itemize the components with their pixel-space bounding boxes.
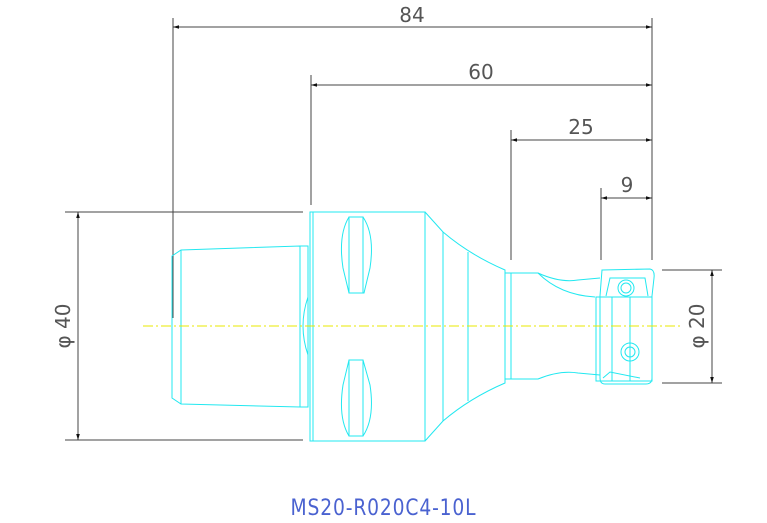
dim-overall-length: 84 (399, 3, 424, 27)
dim-neck-to-tip: 25 (568, 115, 593, 139)
dim-head-length: 9 (621, 173, 634, 197)
dim-body-diameter: φ 40 (51, 304, 75, 349)
dimension-lines (65, 18, 722, 441)
dim-body-to-tip: 60 (468, 60, 493, 84)
dim-cutting-diameter: φ 20 (685, 304, 709, 349)
model-label: MS20-R020C4-10L (290, 496, 477, 521)
